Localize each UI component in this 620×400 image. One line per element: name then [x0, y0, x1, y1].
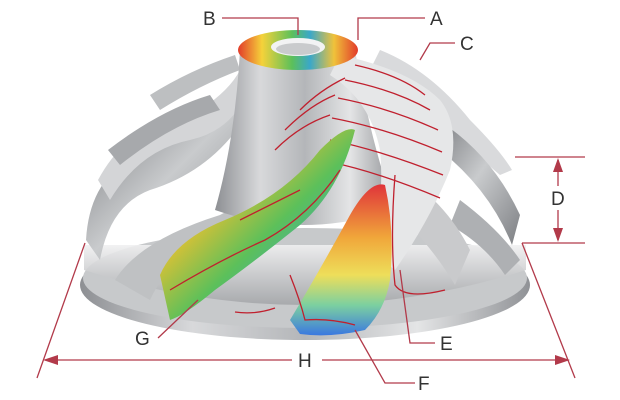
leader-a — [357, 17, 425, 40]
leader-c — [419, 42, 455, 61]
blade-heatmap-f — [234, 174, 446, 336]
label-e: E — [440, 334, 453, 355]
leader-g — [157, 299, 199, 339]
label-f: F — [418, 374, 430, 395]
leader-e — [399, 269, 435, 344]
dimension-h — [36, 242, 576, 379]
dimension-d — [515, 156, 585, 244]
leader-b — [222, 17, 299, 35]
label-c: C — [460, 34, 474, 55]
label-a: A — [430, 9, 443, 30]
hub-top-ring — [238, 30, 358, 70]
label-d: D — [551, 189, 565, 210]
leader-f — [354, 329, 415, 384]
callout-labels: B A C D G E H F — [135, 9, 565, 395]
callout-leaders — [157, 17, 455, 384]
blade-heatmap-g — [160, 129, 355, 320]
label-h: H — [298, 351, 312, 372]
impeller-hub — [215, 50, 395, 225]
label-g: G — [135, 329, 150, 350]
blade-contour-region — [274, 55, 454, 270]
label-b: B — [203, 9, 216, 30]
